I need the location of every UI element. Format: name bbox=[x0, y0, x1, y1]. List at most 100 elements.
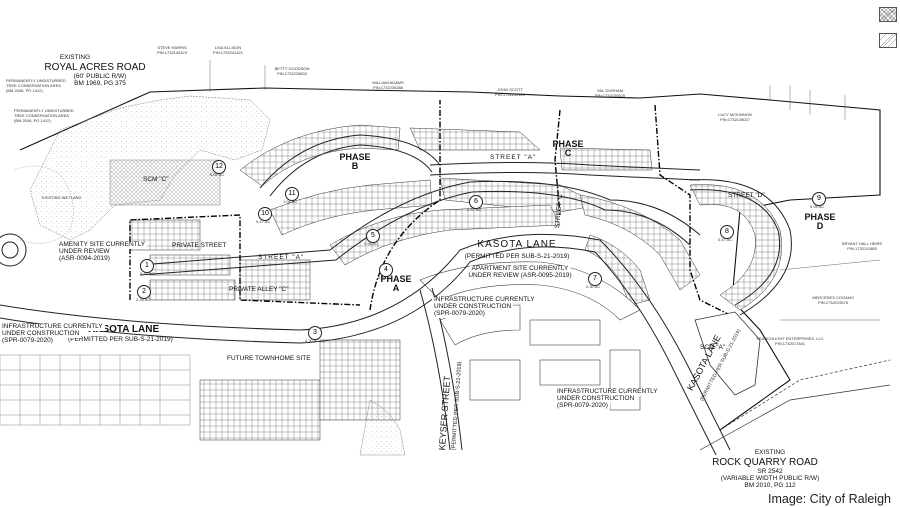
rock-quarry-bm: BM 2010, PG 112 bbox=[744, 482, 796, 489]
owner-name: LUCY MCKINNON bbox=[718, 112, 752, 117]
street-a-north-label: STREET "A" bbox=[490, 154, 537, 161]
image-credit: Image: City of Raleigh bbox=[768, 492, 891, 506]
rock-quarry-sr: SR 2542 bbox=[757, 468, 783, 475]
acreage-label: 0.56 AC bbox=[364, 241, 379, 246]
infra-south-line-2: UNDER CONSTRUCTION bbox=[555, 395, 637, 403]
lot-number: 10 bbox=[258, 207, 272, 221]
existing-wetland-label: EXISTING WETLAND bbox=[42, 195, 82, 200]
owner-name: WILLIAM ADAMS bbox=[372, 80, 404, 85]
lot-number: 8 bbox=[720, 225, 734, 239]
acreage-label: 0.30 AC bbox=[305, 338, 320, 343]
owner-pin: PIN:1732128027 bbox=[719, 117, 751, 122]
rock-quarry-road-edge bbox=[719, 359, 891, 431]
kasota-lane-west-name: KASOTA LANE bbox=[88, 324, 160, 335]
owner-name: LISA ELLISON bbox=[214, 45, 242, 50]
owner-pin: PIN:1732017841 bbox=[774, 341, 806, 346]
lot-number: 6 bbox=[469, 195, 483, 209]
owner-name: BRYANT HALL HEIRS bbox=[841, 241, 883, 246]
owner-name: BETTY GOODSON bbox=[274, 66, 310, 71]
rock-quarry-row: (VARIABLE WIDTH PUBLIC R/W) bbox=[720, 475, 820, 482]
private-street-label: PRIVATE STREET bbox=[172, 242, 227, 249]
scm-c-label: SCM "C" bbox=[143, 176, 169, 183]
lot-number: 5 bbox=[366, 229, 380, 243]
wetland-outline bbox=[14, 165, 74, 244]
infra-center-line-3: (SPR-0079-2020) bbox=[432, 310, 487, 318]
apartment-note-line-1: APARTMENT SITE CURRENTLY bbox=[469, 265, 571, 273]
rock-quarry-name: ROCK QUARRY ROAD bbox=[712, 457, 818, 468]
owner-pin: PIN:1732111585 bbox=[847, 246, 877, 251]
lot-number: 7 bbox=[588, 272, 602, 286]
kasota-lane-west-permit: (PERMITTED PER SUB-S-21-2019) bbox=[68, 336, 173, 343]
owner-pin: PIN:1732230625 bbox=[594, 93, 626, 98]
lot-number: 12 bbox=[212, 160, 226, 174]
scm-c-pond bbox=[109, 159, 221, 206]
owner-name: STEVE HARRIS bbox=[157, 45, 187, 50]
private-alley-label: PRIVATE ALLEY "C" bbox=[229, 286, 289, 293]
owner-pin: PIN:1732236388 bbox=[372, 85, 404, 90]
amenity-note-line-2: UNDER REVIEW bbox=[57, 248, 112, 256]
lot-number: 9 bbox=[812, 192, 826, 206]
scm-a-label: SCM "A" bbox=[700, 344, 726, 351]
acreage-label: 0.47 AC bbox=[256, 219, 271, 224]
lot-blocks bbox=[129, 124, 782, 441]
acreage-label: 0.45 AC bbox=[378, 275, 393, 280]
acreage-label: 0.09 AC bbox=[210, 172, 225, 177]
acreage-label: 3.18 AC bbox=[140, 271, 155, 276]
rock-quarry-road-edge-2 bbox=[699, 384, 891, 451]
royal-acres-bm: BM 1969, PG 375 bbox=[74, 80, 126, 87]
owner-pin: PIN:1732140423 bbox=[156, 50, 188, 55]
road-network bbox=[0, 134, 792, 456]
owner-pin: PIN:1731139120 bbox=[495, 92, 525, 97]
tree-conservation-note-2-line-1: PERMANENTLY UNDISTURBED bbox=[14, 108, 74, 113]
rock-quarry-prefix: EXISTING bbox=[754, 449, 786, 456]
scm-a-pond bbox=[694, 311, 761, 396]
kasota-lane-center-permit: (PERMITTED PER SUB-S-21-2019) bbox=[464, 253, 570, 260]
tree-conservation-note-1-line-1: PERMANENTLY UNDISTURBED bbox=[6, 78, 66, 83]
tree-conservation-note-2-line-3: (BM 2008, PG 1412) bbox=[14, 118, 51, 123]
acreage-label: 0.47 AC bbox=[718, 237, 733, 242]
apartment-note-line-2: UNDER REVIEW (ASR-0095-2019) bbox=[466, 272, 574, 280]
phase-d-title: PHASE D bbox=[804, 212, 836, 232]
owner-name: JOHN SCOTT bbox=[497, 87, 523, 92]
infra-west-line-3: (SPR-0079-2020) bbox=[0, 337, 55, 345]
phase-boundaries bbox=[129, 100, 741, 321]
southwest-lots bbox=[0, 354, 191, 426]
phase-b-title: PHASE B bbox=[339, 152, 371, 172]
infra-center-line-1: INFRASTRUCTURE CURRENTLY bbox=[432, 296, 537, 304]
lot-number: 11 bbox=[285, 187, 299, 201]
tree-conservation-note-1-line-3: (BM 2008, PG 1412) bbox=[6, 88, 43, 93]
infra-west-line-2: UNDER CONSTRUCTION bbox=[0, 330, 82, 338]
amenity-note-line-3: (ASR-0094-2019) bbox=[57, 255, 112, 263]
acreage-label: 0.30 AC bbox=[586, 284, 601, 289]
southwest-woods bbox=[359, 399, 406, 456]
royal-acres-name: ROYAL ACRES ROAD bbox=[44, 62, 146, 73]
neighbor-parcel-lines bbox=[209, 60, 881, 321]
tree-conservation-note-2-line-2: TREE CONSERVATION AREA bbox=[14, 113, 69, 118]
owner-name: SEARCHLIGHT ENTERPRISES, LLC bbox=[756, 336, 824, 341]
owner-name: SAL DURHAM bbox=[596, 88, 624, 93]
owner-pin: PIN:1732019675 bbox=[817, 300, 849, 305]
acreage-label: 2.34 AC bbox=[136, 297, 151, 302]
owner-name: MERCEDES COGANO bbox=[812, 295, 854, 300]
royal-acres-row: (60' PUBLIC R/W) bbox=[73, 73, 127, 80]
infra-south-line-3: (SPR-0079-2020) bbox=[555, 402, 610, 410]
legend-diagonal-swatch bbox=[879, 33, 897, 48]
infra-center-line-2: UNDER CONSTRUCTION bbox=[432, 303, 514, 311]
owner-pin: PIN:1732241421 bbox=[212, 50, 244, 55]
acreage-label: 0.37 AC bbox=[467, 207, 482, 212]
acreage-label: 5.95 AC bbox=[810, 204, 825, 209]
kasota-lane-center-name: KASOTA LANE bbox=[477, 239, 557, 250]
phase-c-title: PHASE C bbox=[552, 139, 584, 159]
future-townhome-label: FUTURE TOWNHOME SITE bbox=[225, 355, 313, 363]
infra-west-line-1: INFRASTRUCTURE CURRENTLY bbox=[0, 323, 105, 331]
amenity-note-line-1: AMENITY SITE CURRENTLY bbox=[57, 241, 148, 249]
tree-conservation-note-1-line-2: TREE CONSERVATION AREA bbox=[6, 83, 61, 88]
legend-crosshatch-swatch bbox=[879, 7, 897, 22]
street-d-label: STREET "D" bbox=[728, 192, 765, 199]
lot-number: 4 bbox=[379, 263, 393, 277]
acreage-label: 1.04 AC bbox=[283, 199, 298, 204]
lot-number: 3 bbox=[308, 326, 322, 340]
royal-acres-prefix: EXISTING bbox=[59, 54, 91, 61]
lot-number: 2 bbox=[137, 285, 151, 299]
